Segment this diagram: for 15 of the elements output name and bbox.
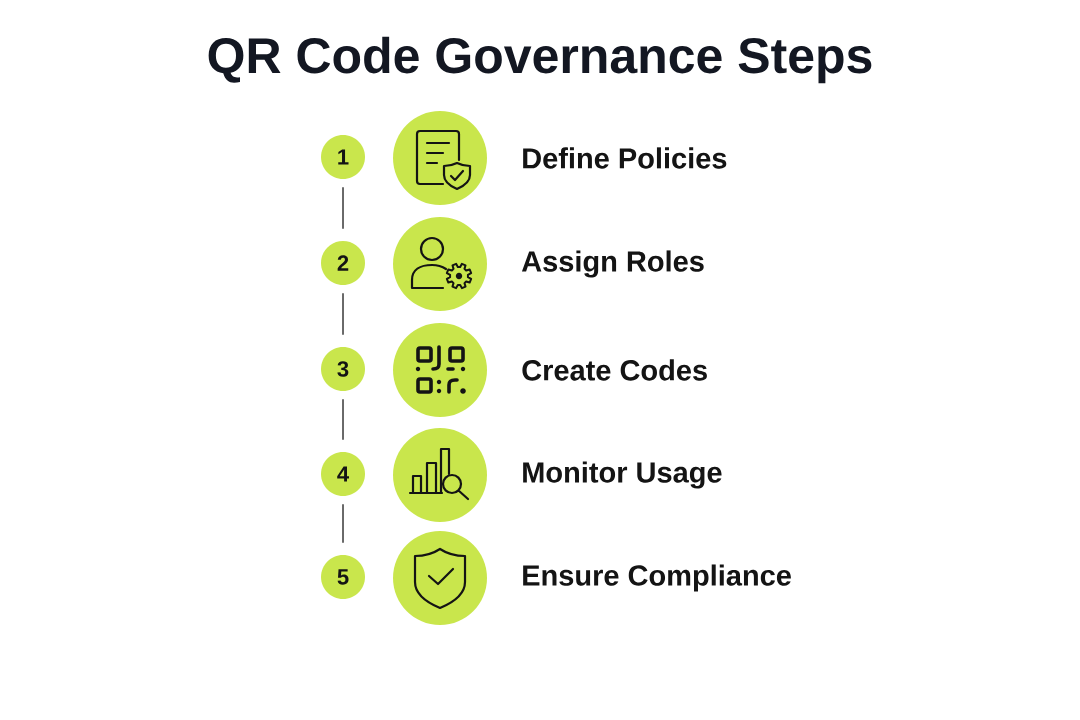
step-label: Ensure Compliance (523, 564, 791, 592)
icon-circle (393, 323, 487, 417)
step-label: Assign Roles (521, 250, 704, 278)
icon-circle (393, 217, 487, 311)
step-label: Define Policies (523, 147, 727, 169)
icon-circle (393, 428, 487, 522)
icon-circle (393, 111, 487, 205)
connector-line (342, 503, 344, 544)
connector-line (342, 186, 344, 230)
connector-line (342, 292, 344, 336)
connector-line (342, 398, 344, 441)
icon-circle (393, 531, 487, 625)
step-label: Create Codes (522, 359, 707, 381)
title: QR Code Governance Steps (208, 36, 872, 84)
step-label: Monitor Usage (523, 461, 722, 489)
